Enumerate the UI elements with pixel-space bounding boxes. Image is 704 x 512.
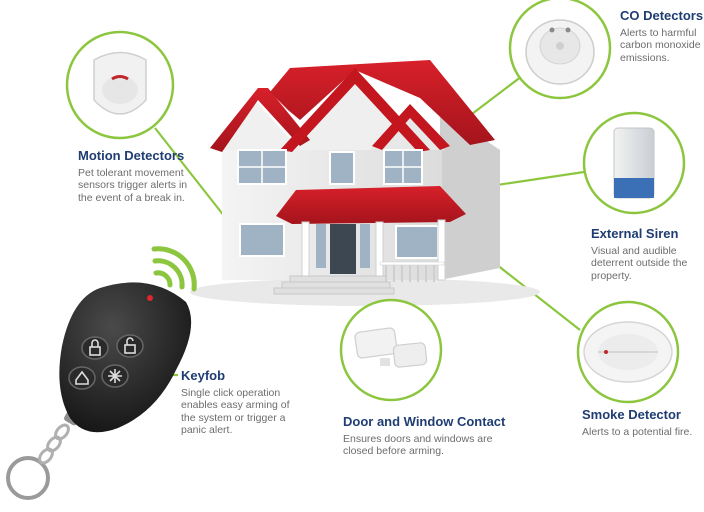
co-detector-callout xyxy=(508,0,612,100)
external-siren-label: External Siren Visual and audible deterr… xyxy=(591,226,701,282)
connector-motion xyxy=(154,127,233,227)
external-siren-title: External Siren xyxy=(591,226,679,241)
smoke-detector-callout xyxy=(576,300,680,404)
door-window-contact-label: Door and Window Contact Ensures doors an… xyxy=(343,414,523,458)
door-window-contact-desc: Ensures doors and windows are closed bef… xyxy=(343,432,493,458)
smoke-detector-title: Smoke Detector xyxy=(582,407,681,422)
keyfob-callout xyxy=(6,246,197,500)
keyfob-title: Keyfob xyxy=(181,368,226,383)
external-siren-desc: Visual and audible deterrent outside the… xyxy=(591,244,688,282)
co-detectors-desc: Alerts to harmful carbon monoxide emissi… xyxy=(620,26,701,64)
door-contact-icon xyxy=(354,327,428,368)
smoke-detector-desc: Alerts to a potential fire. xyxy=(582,425,693,438)
motion-detectors-desc: Pet tolerant movement sensors trigger al… xyxy=(78,166,188,204)
smoke-detector-label: Smoke Detector Alerts to a potential fir… xyxy=(582,407,702,438)
smoke-detector-icon xyxy=(583,321,673,383)
siren-callout xyxy=(582,111,686,215)
motion-detector-icon xyxy=(93,51,147,115)
co-detector-icon xyxy=(525,19,595,85)
co-detectors-title: CO Detectors xyxy=(620,8,704,23)
door-window-contact-title: Door and Window Contact xyxy=(343,414,506,429)
keyfob-label: Keyfob Single click operation enables ea… xyxy=(181,368,306,437)
motion-detector-callout xyxy=(65,30,175,140)
keyfob-desc: Single click operation enables easy armi… xyxy=(181,386,290,437)
keyfob-signal-icon xyxy=(151,246,197,292)
siren-icon xyxy=(613,127,655,199)
door-contact-callout xyxy=(339,298,443,402)
house-illustration xyxy=(190,60,540,306)
motion-detectors-label: Motion Detectors Pet tolerant movement s… xyxy=(78,148,188,204)
keyfob-icon xyxy=(6,282,192,500)
co-detectors-label: CO Detectors Alerts to harmful carbon mo… xyxy=(620,8,704,64)
motion-detectors-title: Motion Detectors xyxy=(78,148,185,163)
